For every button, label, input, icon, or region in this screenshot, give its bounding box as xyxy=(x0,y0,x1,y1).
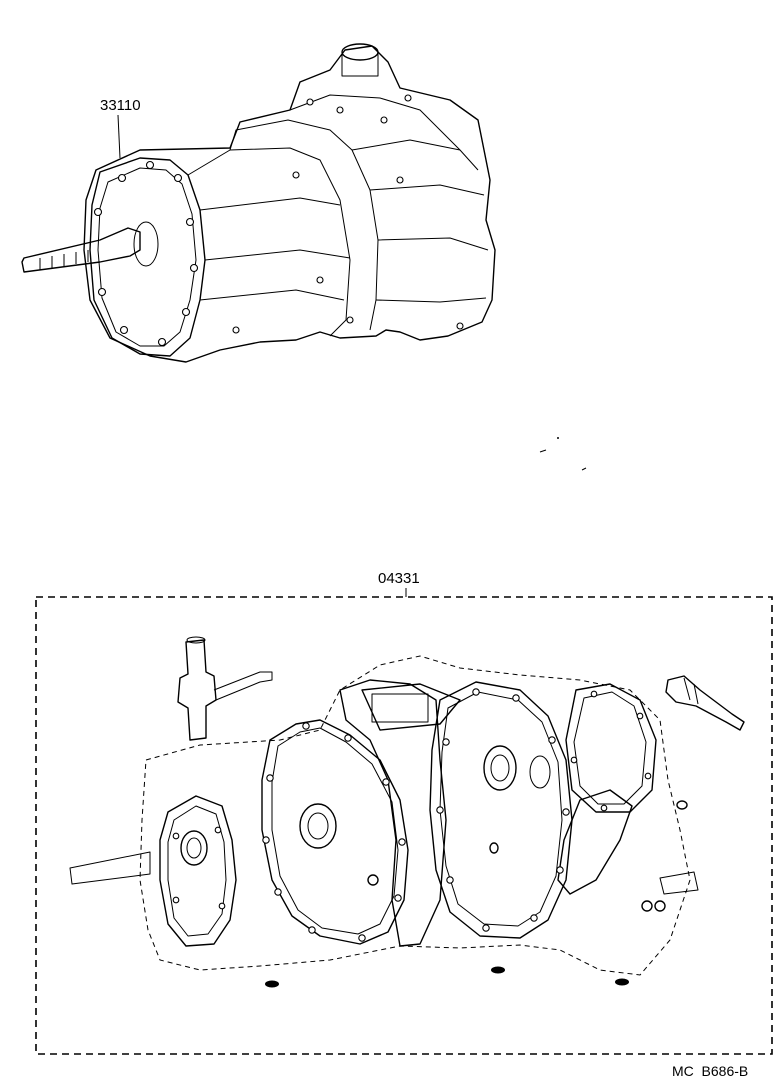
case-gasket xyxy=(339,679,447,947)
intermediate-gasket xyxy=(429,681,573,939)
diagram-code: MC B686-B xyxy=(672,1063,748,1079)
output-bearing-seal xyxy=(483,745,517,791)
stray-marks xyxy=(539,437,587,471)
rear-cover-gasket xyxy=(557,789,633,895)
callout-04331: 04331 xyxy=(378,570,420,597)
backup-light-switch xyxy=(665,675,745,731)
front-cover-gasket xyxy=(159,795,237,947)
part-number-label: 33110 xyxy=(100,97,141,114)
extension-gasket xyxy=(565,683,657,813)
gasket-kit-drawing xyxy=(69,636,745,988)
part-number-label: 04331 xyxy=(378,570,420,587)
front-oil-seal xyxy=(180,830,208,866)
transmission-assembly-drawing xyxy=(21,43,496,363)
speedometer-sleeve xyxy=(177,639,217,741)
bellhousing-gasket xyxy=(261,719,409,945)
callout-33110: 33110 xyxy=(100,97,141,159)
kit-boundary xyxy=(35,596,773,1055)
input-oil-seal xyxy=(299,803,337,849)
shift-cover-gasket xyxy=(361,683,461,731)
